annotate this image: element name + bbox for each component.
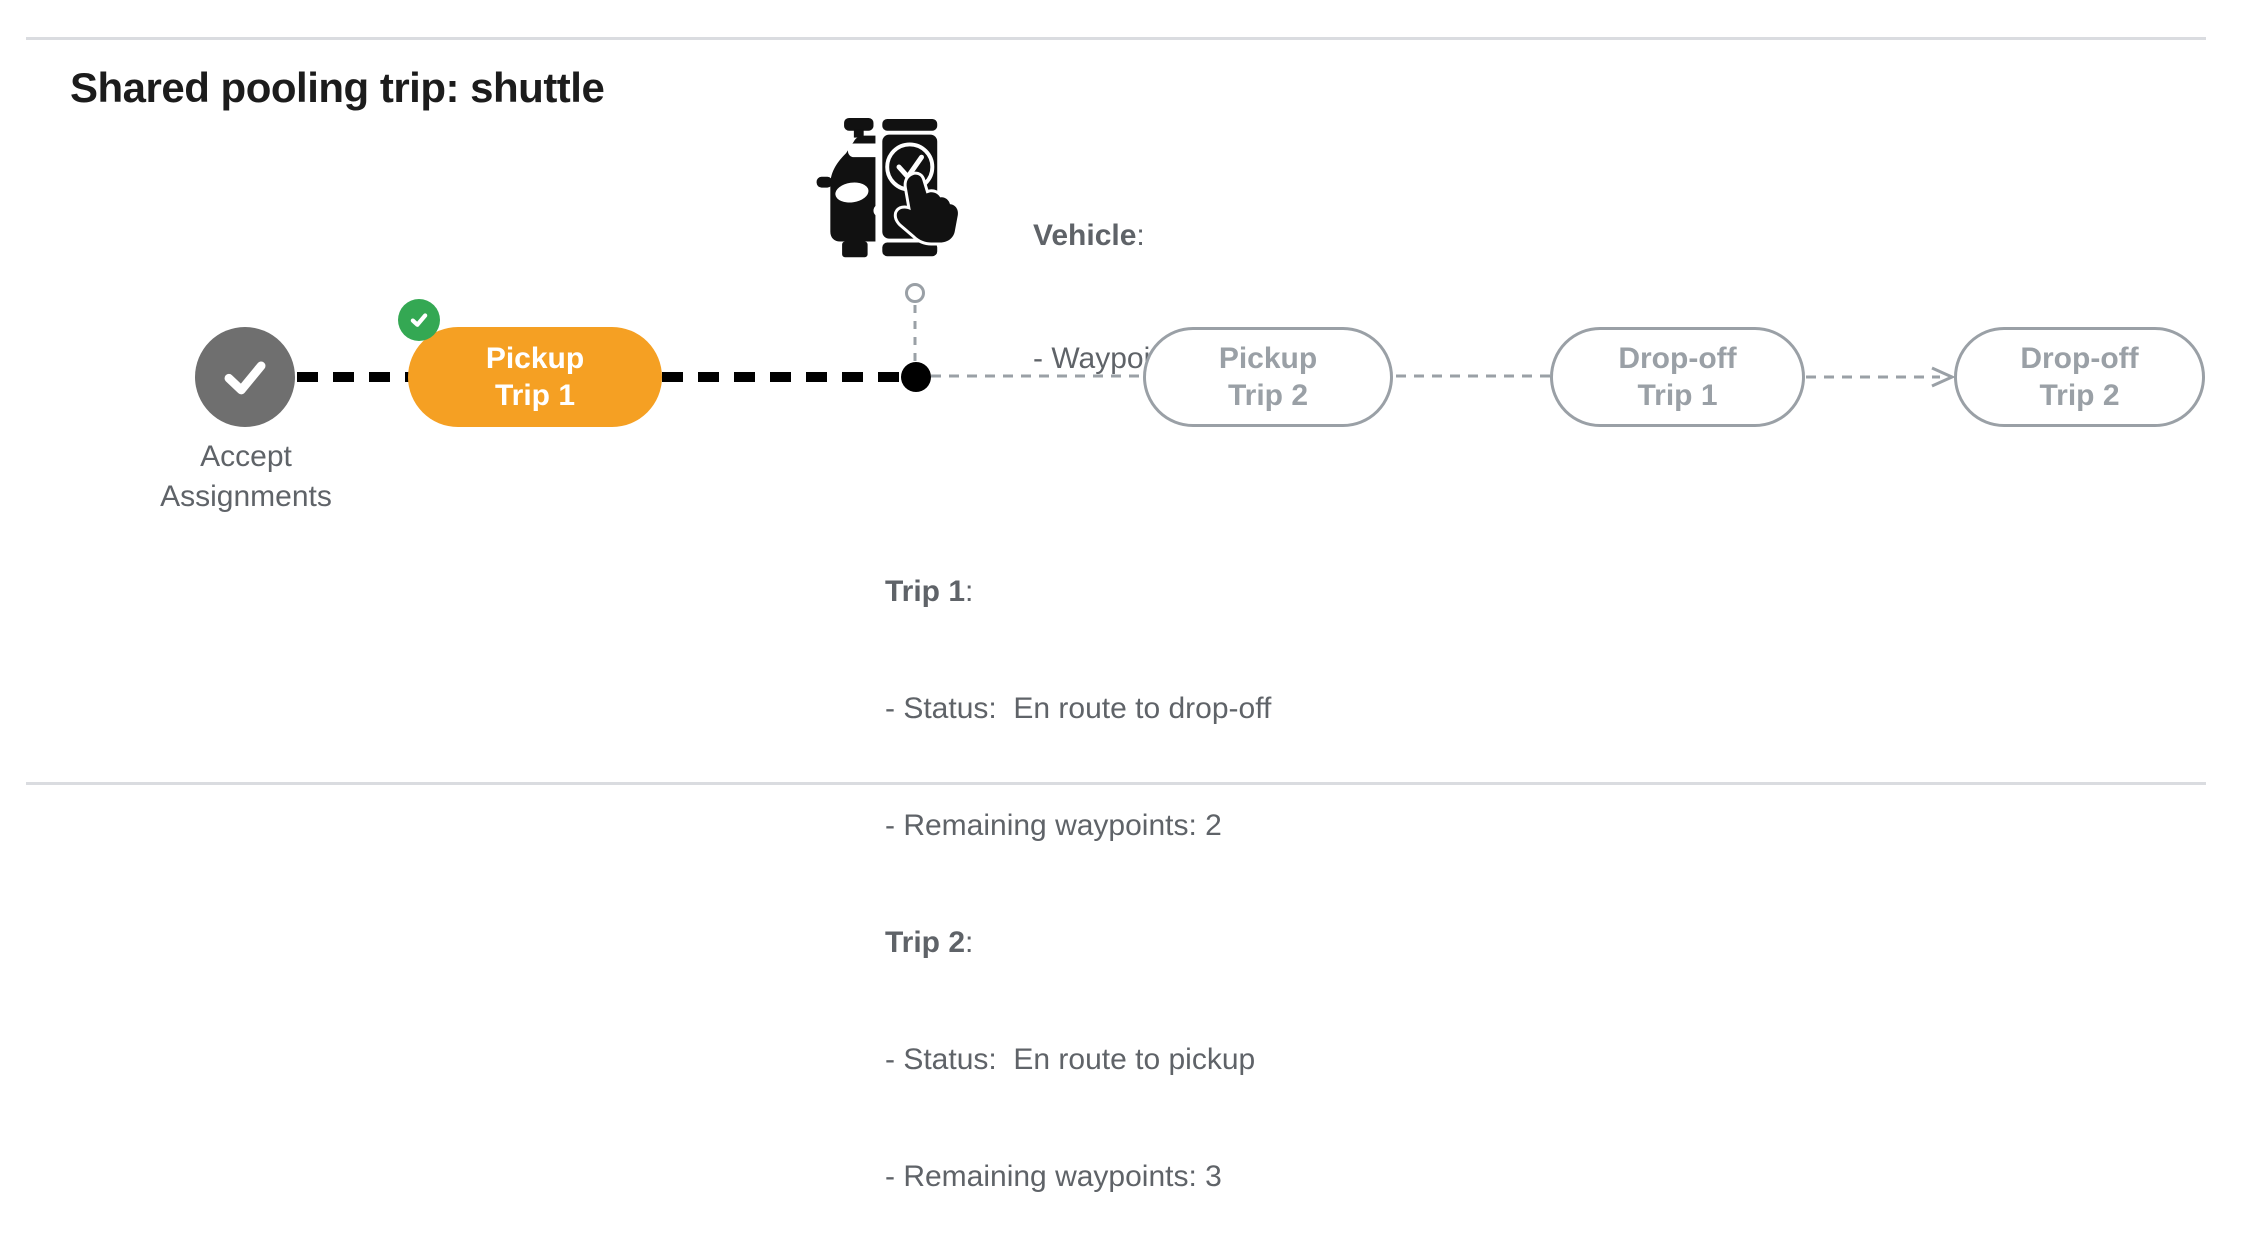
- accept-assignments-node: [195, 327, 295, 427]
- pending-path-segment-1: [931, 374, 1143, 378]
- node-pickup-trip-1: Pickup Trip 1: [408, 327, 662, 427]
- node-pickup-trip-2: Pickup Trip 2: [1143, 327, 1393, 427]
- completed-badge: [398, 299, 440, 341]
- vehicle-link-dashed-line: [913, 305, 917, 365]
- traveled-path-segment-2: [662, 372, 904, 382]
- node-label-line1: Pickup: [1218, 342, 1318, 375]
- node-label-line1: Drop-off: [1618, 342, 1737, 375]
- node-label-line2: Trip 1: [1637, 379, 1718, 412]
- checkmark-icon: [224, 361, 266, 395]
- pending-path-segment-2: [1396, 374, 1550, 378]
- node-label-line2: Trip 2: [1227, 379, 1309, 412]
- trip-status-text: Trip 1: - Status: En route to drop-off -…: [885, 494, 1271, 1235]
- arrow-right-icon: [1931, 366, 1956, 388]
- bottom-divider: [26, 782, 2206, 785]
- current-position-dot: [901, 362, 931, 392]
- node-label-line2: Trip 1: [494, 379, 576, 412]
- node-label-line1: Pickup: [485, 342, 585, 375]
- vehicle-car-phone-check-icon: [816, 116, 961, 264]
- vehicle-info-heading: Vehicle:: [1033, 219, 1145, 252]
- node-label-line2: Trip 2: [2039, 379, 2120, 412]
- trip2-status-line: - Status: En route to pickup: [885, 1043, 1256, 1076]
- checkmark-icon: [410, 313, 428, 327]
- page-title: Shared pooling trip: shuttle: [70, 64, 605, 111]
- vehicle-anchor-circle: [905, 283, 925, 303]
- node-label-line1: Drop-off: [2020, 342, 2139, 375]
- node-dropoff-trip-1: Drop-off Trip 1: [1550, 327, 1805, 427]
- trip2-heading: Trip 2:: [885, 926, 974, 959]
- trip1-status-line: - Status: En route to drop-off: [885, 692, 1272, 725]
- trip1-remaining-line: - Remaining waypoints: 2: [885, 809, 1222, 842]
- trip1-heading: Trip 1:: [885, 575, 974, 608]
- accept-assignments-label: Accept Assignments: [160, 440, 332, 513]
- pending-path-segment-3-arrow: [1806, 366, 1956, 388]
- node-dropoff-trip-2: Drop-off Trip 2: [1954, 327, 2205, 427]
- trip2-remaining-line: - Remaining waypoints: 3: [885, 1160, 1222, 1193]
- top-divider: [26, 37, 2206, 40]
- traveled-path-segment-1: [297, 372, 411, 382]
